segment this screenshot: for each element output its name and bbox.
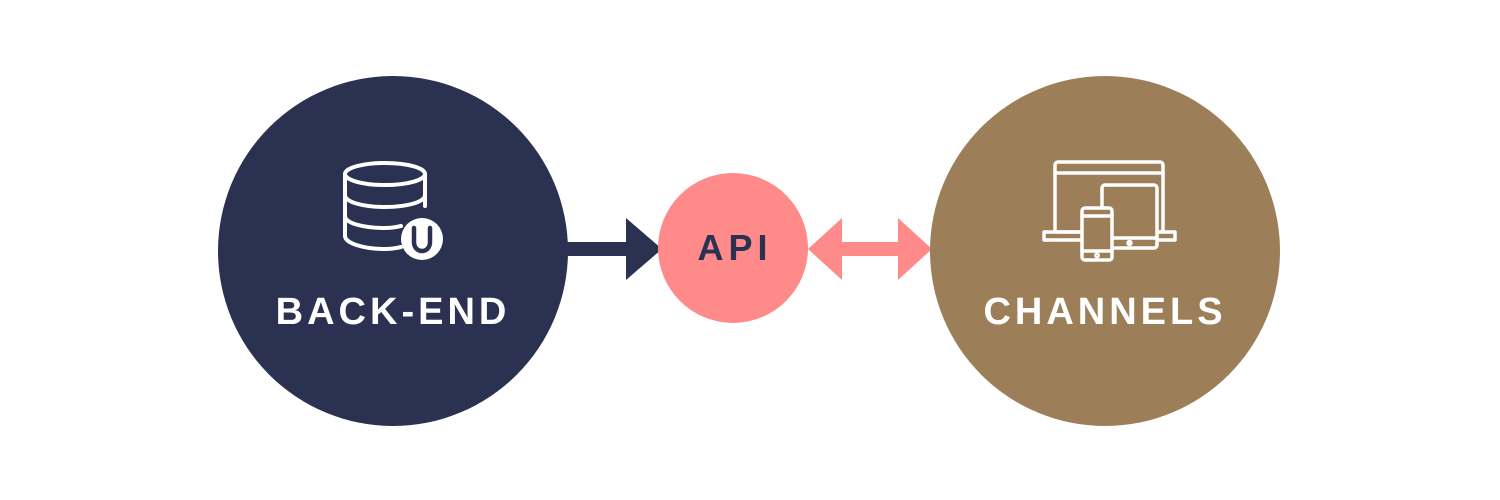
channels-label: CHANNELS <box>983 291 1227 333</box>
database-icon <box>343 161 443 260</box>
channels-node: CHANNELS <box>930 76 1280 426</box>
devices-icon <box>1042 160 1177 262</box>
api-channels-arrow <box>808 218 932 280</box>
backend-label: BACK-END <box>275 291 511 333</box>
api-node: API <box>658 173 808 323</box>
backend-to-api-arrow <box>566 218 662 280</box>
api-label: API <box>697 227 773 268</box>
backend-node: BACK-END <box>218 76 568 426</box>
